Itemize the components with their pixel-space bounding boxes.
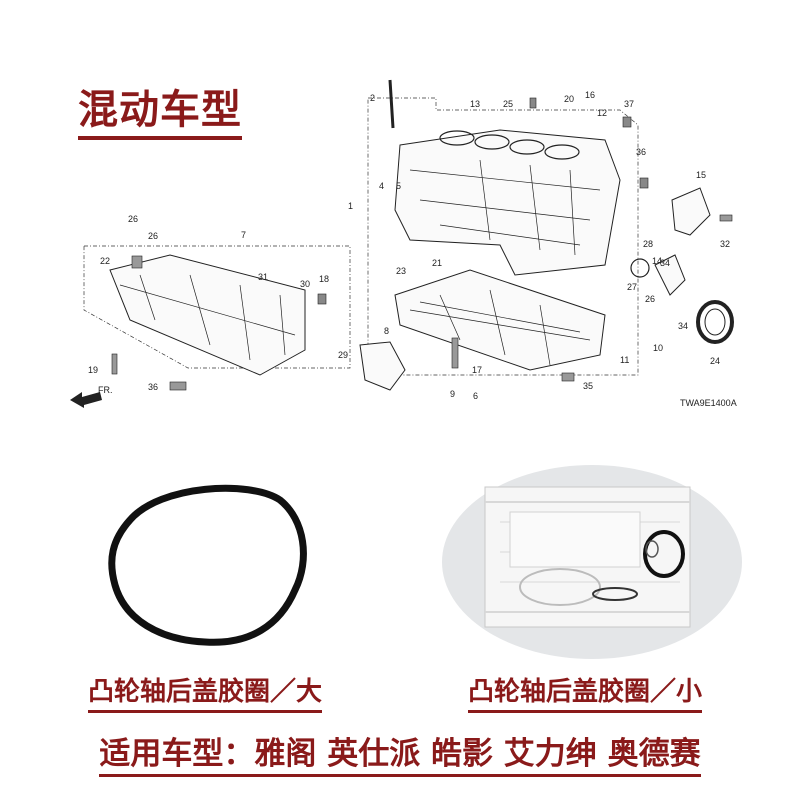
callout-6: 6 xyxy=(473,391,478,401)
small-ring-caption: 凸轮轴后盖胶圈／小 xyxy=(468,676,703,713)
page-title: 混动车型 xyxy=(78,86,242,140)
diagram-code: TWA9E1400A xyxy=(680,398,737,408)
callout-12: 12 xyxy=(597,108,607,118)
callout-29: 28 xyxy=(643,239,653,249)
callout-30: 29 xyxy=(338,350,348,360)
callout-23: 23 xyxy=(396,266,406,276)
callout-8: 8 xyxy=(384,326,389,336)
large-ring-caption: 凸轮轴后盖胶圈／大 xyxy=(88,676,323,713)
callout-36b: 36 xyxy=(148,382,158,392)
callout-4: 4 xyxy=(379,181,384,191)
callout-27: 26 xyxy=(645,294,655,304)
callout-5: 5 xyxy=(396,181,401,191)
callout-22: 22 xyxy=(100,256,110,266)
callout-34a: 34 xyxy=(660,258,670,268)
callout-9: 9 xyxy=(450,389,455,399)
svg-text:FR.: FR. xyxy=(98,385,113,395)
applicable-models-text: 适用车型：雅阁 英仕派 皓影 艾力绅 奥德赛 xyxy=(99,736,701,777)
callout-28: 27 xyxy=(627,282,637,292)
callout-35: 35 xyxy=(583,381,593,391)
callout-25: 25 xyxy=(503,99,513,109)
callout-34b: 34 xyxy=(678,321,688,331)
callout-7: 7 xyxy=(241,230,246,240)
callout-26b: 26 xyxy=(148,231,158,241)
callout-1: 1 xyxy=(348,201,353,211)
callout-14: 14 xyxy=(652,256,662,266)
callout-13: 13 xyxy=(470,99,480,109)
applicable-models-line: 适用车型：雅阁 英仕派 皓影 艾力绅 奥德赛 xyxy=(0,734,800,777)
front-arrow-icon: FR. xyxy=(70,385,113,408)
callout-20: 20 xyxy=(564,94,574,104)
callout-18: 18 xyxy=(319,274,329,284)
callout-21: 21 xyxy=(432,258,442,268)
callout-15: 15 xyxy=(696,170,706,180)
callout-19: 19 xyxy=(88,365,98,375)
callout-37: 37 xyxy=(624,99,634,109)
callout-24: 24 xyxy=(710,356,720,366)
callout-11: 11 xyxy=(620,355,629,365)
callout-17: 17 xyxy=(472,365,482,375)
bagged-small-o-ring-image xyxy=(442,465,742,659)
callout-32: 31 xyxy=(258,272,268,282)
callout-31: 30 xyxy=(300,279,310,289)
large-o-ring-image xyxy=(108,484,307,646)
callout-2: 2 xyxy=(370,93,375,103)
callout-10: 10 xyxy=(653,343,663,353)
callout-26a: 26 xyxy=(128,214,138,224)
callout-36a: 36 xyxy=(636,147,646,157)
callout-33: 32 xyxy=(720,239,730,249)
callout-16: 16 xyxy=(585,90,595,100)
engine-block-exploded-diagram: 1 2 13 25 20 16 12 37 4 5 36 15 28 14 27… xyxy=(70,79,737,408)
